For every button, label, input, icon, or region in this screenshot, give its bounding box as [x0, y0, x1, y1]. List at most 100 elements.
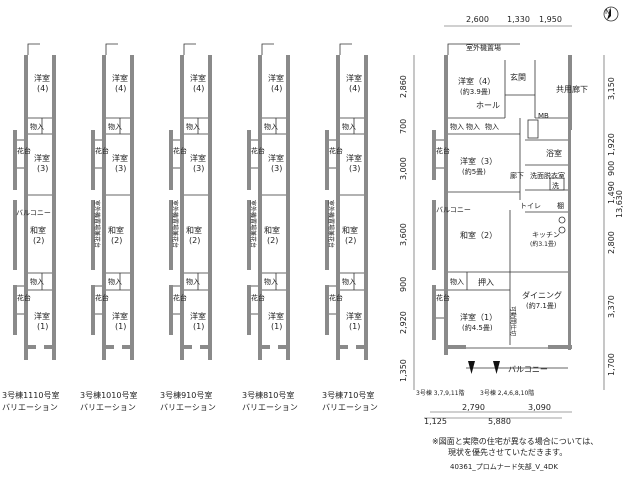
v1-room3-label: 洋室: [34, 153, 50, 163]
main-kitchen-area: (約3.1畳): [530, 240, 556, 248]
dim-left-3: 3,000: [399, 157, 408, 180]
v4-room3-label: 洋室: [268, 153, 284, 163]
v2-room4-num: (4): [115, 84, 126, 93]
v1-washitsu-label: 和室: [30, 225, 46, 235]
main-oshiire-label: 押入: [478, 277, 494, 287]
main-closet1-label: 物入: [450, 122, 464, 131]
dim-left-2: 700: [399, 119, 408, 134]
v3-washitsu-label: 和室: [186, 225, 202, 235]
v5-closet2-label: 物入: [342, 277, 356, 286]
floor-legend-a: 3号棟 3,7,9,11階: [416, 389, 465, 397]
dim-top-1: 2,600: [466, 15, 489, 24]
note-line-2: 現状を優先させていただきます。: [448, 448, 568, 457]
v2-closet-label: 物入: [108, 122, 122, 131]
v5-caption-2: バリエーション: [322, 403, 378, 412]
v4-room4-label: 洋室: [268, 73, 284, 83]
v5-room3-label: 洋室: [346, 153, 362, 163]
v5-room1-label: 洋室: [346, 311, 362, 321]
v1-caption-1: 3号棟1110号室: [2, 390, 59, 400]
main-bath-label: 浴室: [546, 148, 562, 158]
v2-caption-2: バリエーション: [80, 403, 136, 412]
main-genkan-label: 玄関: [510, 72, 526, 82]
main-kitchen-label: キッチン: [532, 231, 560, 239]
main-washitsu-label: 和室（2）: [460, 230, 497, 240]
v4-room3-num: (3): [271, 164, 282, 173]
v4-flower2-label: 花台: [251, 293, 265, 302]
v2-washitsu-num: (2): [111, 236, 122, 245]
v4-side-label: 室外機置場兼花台: [249, 200, 257, 248]
main-plan-labels: 洋室（4） (約3.9畳) 室外機置場 玄関 ホール MB 共用廊下 物入 物入…: [416, 43, 588, 397]
v3-closet-label: 物入: [186, 122, 200, 131]
v3-flower2-label: 花台: [173, 293, 187, 302]
drawing-code: 40361_プロムナード矢部_V_4DK: [450, 463, 558, 471]
v4-caption-2: バリエーション: [242, 403, 298, 412]
main-toilet-label: トイレ: [520, 202, 541, 210]
v1-room1-num: (1): [37, 322, 48, 331]
dim-right-4: 1,490: [607, 181, 616, 204]
v5-side-label: 室外機置場兼花台: [327, 200, 335, 248]
v5-room4-label: 洋室: [346, 73, 362, 83]
v3-room1-label: 洋室: [190, 311, 206, 321]
v5-washitsu-num: (2): [345, 236, 356, 245]
v5-washitsu-label: 和室: [342, 225, 358, 235]
v3-room3-num: (3): [193, 164, 204, 173]
dim-right-total: 13,630: [615, 190, 623, 218]
v1-room1-label: 洋室: [34, 311, 50, 321]
v4-caption-1: 3号棟810号室: [242, 390, 294, 400]
v1-washitsu-num: (2): [33, 236, 44, 245]
v3-room1-num: (1): [193, 322, 204, 331]
v2-caption-1: 3号棟1010号室: [80, 390, 137, 400]
v1-room4-num: (4): [37, 84, 48, 93]
dim-bottom-1: 2,790: [462, 403, 485, 412]
main-room1-area: (約4.5畳): [462, 323, 493, 332]
main-wash-label: 洗: [552, 181, 559, 190]
v3-room4-num: (4): [193, 84, 204, 93]
v3-caption-1: 3号棟910号室: [160, 390, 212, 400]
v2-side-label: 室外機置場兼花台: [93, 200, 101, 248]
dim-right-1: 3,150: [607, 77, 616, 100]
v5-room3-num: (3): [349, 164, 360, 173]
dim-right-3: 900: [607, 161, 616, 176]
v1-room4-label: 洋室: [34, 73, 50, 83]
dim-right-2: 1,920: [607, 133, 616, 156]
main-room4-area: (約3.9畳): [460, 87, 491, 96]
v4-flower-label: 花台: [251, 146, 265, 155]
v1-closet2-label: 物入: [30, 277, 44, 286]
main-flower2-label: 花台: [436, 293, 450, 302]
note-line-1: ※図面と実際の住宅が異なる場合については、: [432, 437, 599, 446]
dim-left-7: 1,350: [399, 359, 408, 382]
main-mb-label: MB: [538, 112, 549, 120]
v4-room1-label: 洋室: [268, 311, 284, 321]
v4-room1-num: (1): [271, 322, 282, 331]
variation-labels: 洋室 (4) 物入 洋室 (3) 花台 バルコニー 和室 (2) 物入 洋室 (…: [2, 73, 378, 412]
v5-flower2-label: 花台: [329, 293, 343, 302]
v1-room3-num: (3): [37, 164, 48, 173]
v4-closet-label: 物入: [264, 122, 278, 131]
main-closet2-label: 物入: [466, 122, 480, 131]
main-closet3-label: 物入: [485, 122, 499, 131]
dim-left-4: 3,600: [399, 223, 408, 246]
main-tana-label: 棚: [557, 201, 564, 210]
main-balcony-side-label: バルコニー: [436, 206, 471, 214]
main-dining-label: ダイニング: [522, 290, 562, 300]
v3-side-label: 室外機置場兼花台: [171, 200, 179, 248]
main-room3-label: 洋室（3）: [460, 156, 497, 166]
main-dining-area: (約7.1畳): [526, 301, 557, 310]
main-room4-label: 洋室（4）: [458, 76, 495, 86]
v5-flower-label: 花台: [329, 146, 343, 155]
dim-top-3: 1,950: [539, 15, 562, 24]
dim-right-7: 1,700: [607, 353, 616, 376]
v1-balcony-label: バルコニー: [16, 209, 51, 217]
v3-washitsu-num: (2): [189, 236, 200, 245]
main-sliding-label: 可動間仕切: [509, 306, 517, 336]
dimension-labels: 2,600 1,330 1,950 2,860 700 3,000 3,600 …: [399, 15, 623, 426]
v2-room3-num: (3): [115, 164, 126, 173]
dim-left-6: 2,920: [399, 311, 408, 334]
v2-room4-label: 洋室: [112, 73, 128, 83]
v2-room1-num: (1): [115, 322, 126, 331]
main-rouka-label: 廊下: [510, 171, 524, 180]
v5-closet-label: 物入: [342, 122, 356, 131]
v4-washitsu-label: 和室: [264, 225, 280, 235]
main-room3-area: (約5畳): [462, 167, 486, 176]
